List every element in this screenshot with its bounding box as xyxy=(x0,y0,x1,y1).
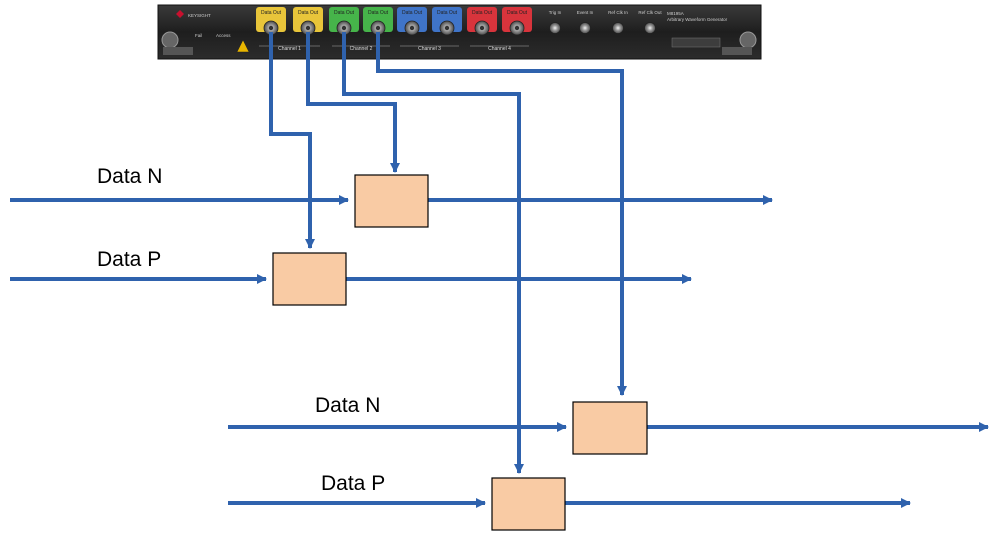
connector-port4-to-box-n2 xyxy=(376,32,627,396)
bnc-connector-icon xyxy=(644,22,656,34)
aux-port-label: Ref Clk In xyxy=(608,10,628,15)
aux-port-label: Trig In xyxy=(549,10,562,15)
output-port-2[interactable]: Data Out xyxy=(293,7,323,36)
connector-port1-to-box-p1 xyxy=(269,32,315,249)
output-ports: Data Out Data Out Data Out Data Out Data Out… xyxy=(256,7,532,36)
connector-pin xyxy=(268,25,274,31)
model-label: M8195A xyxy=(667,11,684,16)
output-port-5[interactable]: Data Out xyxy=(397,7,427,36)
bnc-connector-icon xyxy=(549,22,561,34)
connector-port2-to-box-n1 xyxy=(306,32,400,173)
output-port-6[interactable]: Data Out xyxy=(432,7,462,36)
aux-port-label: Ref Clk Out xyxy=(638,10,662,15)
label-data-n-1: Data N xyxy=(97,165,163,188)
panel-knob-left xyxy=(161,31,179,49)
combiner-boxes xyxy=(272,174,648,531)
signal-lines xyxy=(10,32,989,508)
brand-name: KEYSIGHT xyxy=(188,13,211,18)
channel-label: Channel 1 xyxy=(278,46,301,52)
aux-port-3[interactable]: Ref Clk In xyxy=(608,10,628,34)
port-label: Data Out xyxy=(298,10,319,16)
connector-pin xyxy=(409,25,415,31)
panel-latch-left xyxy=(163,47,193,55)
port-tab xyxy=(397,7,427,32)
port-label: Data Out xyxy=(334,10,355,16)
aux-port-1[interactable]: Trig In xyxy=(549,10,562,34)
label-data-p-2: Data P xyxy=(321,472,386,495)
output-port-8[interactable]: Data Out xyxy=(502,7,532,36)
label-data-n-2: Data N xyxy=(315,394,381,417)
box-data-n1 xyxy=(354,174,429,228)
access-label: Access xyxy=(216,33,231,38)
model-subtitle: Arbitrary Waveform Generator xyxy=(667,17,728,22)
label-data-p-1: Data P xyxy=(97,248,162,271)
channel-label: Channel 4 xyxy=(488,46,511,52)
display-window xyxy=(671,37,721,48)
esd-warning-icon xyxy=(236,39,250,53)
connector-pin xyxy=(514,25,520,31)
port-tab xyxy=(329,7,359,32)
channel-groups: Channel 1 Channel 2 Channel 3 Channel 4 xyxy=(259,45,529,52)
port-label: Data Out xyxy=(402,10,423,16)
bnc-connector-icon xyxy=(612,22,624,34)
brand-logo-icon xyxy=(176,10,184,18)
connector-port3-to-box-p2 xyxy=(342,32,524,474)
channel-label: Channel 3 xyxy=(418,46,441,52)
box-data-p2 xyxy=(491,477,566,531)
port-tab xyxy=(467,7,497,32)
connector-pin xyxy=(444,25,450,31)
aux-port-label: Event In xyxy=(577,10,594,15)
aux-port-2[interactable]: Event In xyxy=(577,10,594,34)
port-label: Data Out xyxy=(368,10,389,16)
output-port-1[interactable]: Data Out xyxy=(256,7,286,36)
connector-pin xyxy=(479,25,485,31)
panel-knob-right xyxy=(739,31,757,49)
connector-pin xyxy=(341,25,347,31)
channel-label: Channel 2 xyxy=(350,46,373,52)
port-label: Data Out xyxy=(472,10,493,16)
output-port-3[interactable]: Data Out xyxy=(329,7,359,36)
bnc-connector-icon xyxy=(579,22,591,34)
output-port-7[interactable]: Data Out xyxy=(467,7,497,36)
fail-label: Fail xyxy=(195,33,202,38)
aux-ports: Trig In Event In Ref Clk In Ref Clk Out xyxy=(549,10,662,34)
connector-pin xyxy=(375,25,381,31)
panel-latch-right xyxy=(722,47,752,55)
aux-port-4[interactable]: Ref Clk Out xyxy=(638,10,662,34)
port-tab xyxy=(363,7,393,32)
output-port-4[interactable]: Data Out xyxy=(363,7,393,36)
port-label: Data Out xyxy=(261,10,282,16)
box-data-p1 xyxy=(272,252,347,306)
port-tab xyxy=(293,7,323,32)
port-label: Data Out xyxy=(437,10,458,16)
port-tab xyxy=(502,7,532,32)
port-tab xyxy=(432,7,462,32)
port-tab xyxy=(256,7,286,32)
box-data-n2 xyxy=(572,401,648,455)
port-label: Data Out xyxy=(507,10,528,16)
connector-pin xyxy=(305,25,311,31)
